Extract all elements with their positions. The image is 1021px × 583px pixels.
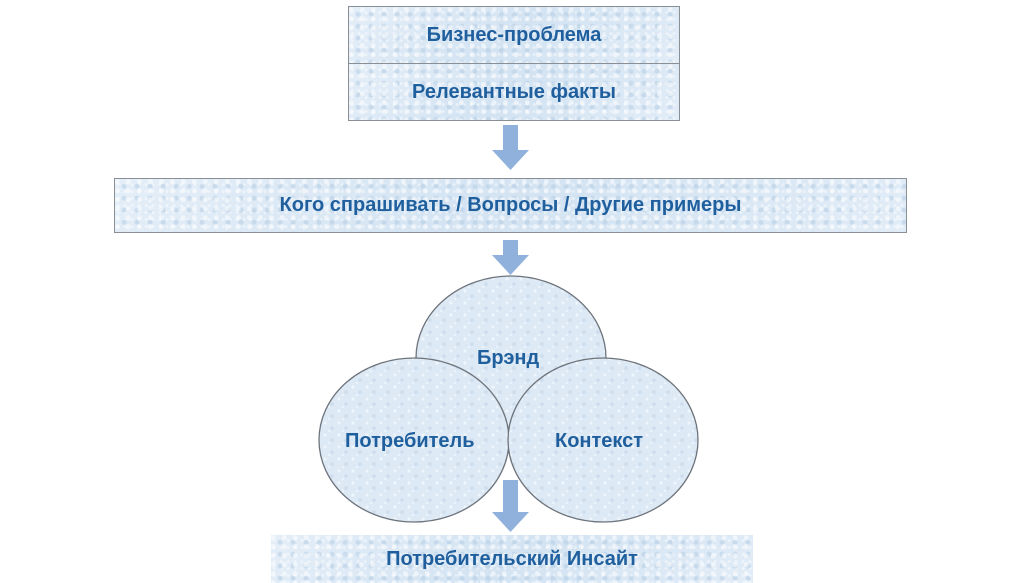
brand-label: Брэнд [477, 347, 540, 369]
arrow-down-2-icon [492, 240, 529, 275]
business-problem-label: Бизнес-проблема [426, 23, 602, 46]
business-problem-box: Бизнес-проблема [348, 6, 680, 64]
consumer-insight-label: Потребительский Инсайт [386, 547, 638, 570]
relevant-facts-label: Релевантные факты [412, 80, 616, 103]
questions-label: Кого спрашивать / Вопросы / Другие приме… [279, 194, 742, 216]
context-label: Контекст [555, 430, 644, 452]
arrow-down-3-icon [492, 480, 529, 532]
consumer-insight-box: Потребительский Инсайт [271, 535, 753, 583]
arrow-down-1-icon [492, 125, 529, 170]
circle-context [507, 357, 699, 523]
relevant-facts-box: Релевантные факты [348, 63, 680, 121]
questions-box: Кого спрашивать / Вопросы / Другие приме… [114, 178, 907, 233]
consumer-label: Потребитель [345, 430, 475, 452]
